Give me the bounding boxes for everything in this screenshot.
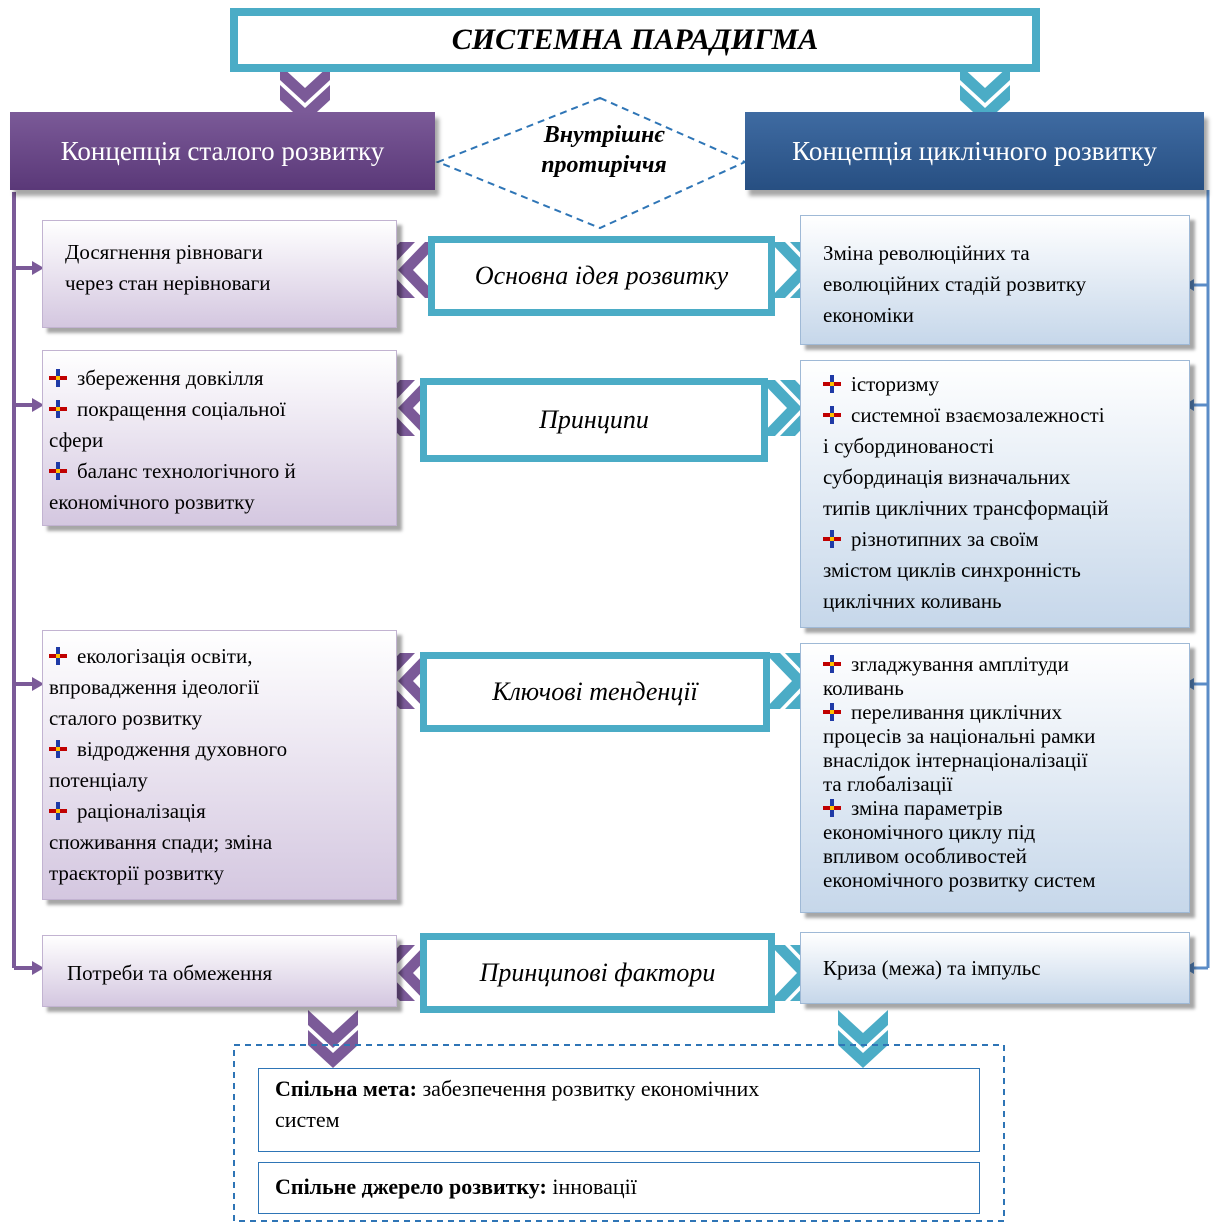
bullet-icon <box>823 799 841 817</box>
center-label: Основна ідея розвитку <box>474 261 729 290</box>
left-box-principles: збереження довкілля покращення соціально… <box>42 350 397 526</box>
common-goal-label: Спільна мета: <box>275 1076 417 1101</box>
row-chevrons <box>373 242 832 1001</box>
left-arrowhead-4 <box>32 961 44 975</box>
common-goal-text-2: систем <box>275 1107 340 1132</box>
bullet-item: відродження духовного <box>49 734 396 765</box>
bullet-item: переливання циклічних <box>823 700 1189 724</box>
bullet-item: системної взаємозалежності <box>823 400 1189 431</box>
right-box-key-trends: згладжування амплітуди коливань перелива… <box>800 643 1190 913</box>
center-box-factors: Принципові фактори <box>420 933 775 1013</box>
common-source-text: інновації <box>546 1174 637 1199</box>
center-box-main-idea: Основна ідея розвитку <box>428 236 775 316</box>
common-goal-box: Спільна мета: забезпечення розвитку екон… <box>258 1068 980 1152</box>
bullet-item: збереження довкілля <box>49 363 396 394</box>
common-source-label: Спільне джерело розвитку: <box>275 1174 547 1199</box>
center-label: Принципові фактори <box>479 958 716 987</box>
box-line: Досягнення рівноваги <box>65 240 263 264</box>
box-line: траєкторії розвитку <box>49 861 225 885</box>
bullet-item: екологізація освіти, <box>49 641 396 672</box>
left-box-key-trends: екологізація освіти, впровадження ідеоло… <box>42 630 397 900</box>
box-line: сталого розвитку <box>49 706 203 730</box>
sustainable-concept-header: Концепція сталого розвитку <box>10 112 435 190</box>
right-box-factors: Криза (межа) та імпульс <box>800 932 1190 1004</box>
bullet-icon <box>49 462 67 480</box>
box-line: коливань <box>823 676 904 700</box>
box-line: економіки <box>823 303 914 327</box>
box-line: споживання спади; зміна <box>49 830 273 854</box>
bullet-icon <box>49 802 67 820</box>
box-line: Потреби та обмеження <box>67 961 273 985</box>
bullet-icon <box>823 703 841 721</box>
cyclical-concept-header: Концепція циклічного розвитку <box>745 112 1204 190</box>
common-goal-line-1: Спільна мета: забезпечення розвитку екон… <box>275 1076 759 1101</box>
bullet-icon <box>823 375 841 393</box>
left-arrowhead-3 <box>32 677 44 691</box>
center-label: Ключові тенденції <box>492 677 698 706</box>
box-line: економічного розвитку систем <box>823 868 1096 892</box>
box-line: типів циклічних трансформацій <box>823 496 1109 520</box>
box-line: і субординованості <box>823 434 994 458</box>
box-line: економічного розвитку <box>49 490 255 514</box>
common-goal-text: забезпечення розвитку економічних <box>416 1076 760 1101</box>
left-box-factors: Потреби та обмеження <box>42 935 397 1007</box>
contradiction-diamond <box>435 96 748 230</box>
bullet-icon <box>823 655 841 673</box>
contradiction-label: Внутрішнє протиріччя <box>518 120 690 180</box>
paradigm-title-text: СИСТЕМНА ПАРАДИГМА <box>451 23 819 56</box>
paradigm-title: СИСТЕМНА ПАРАДИГМА <box>230 8 1040 72</box>
right-box-principles: історизму системної взаємозалежності і с… <box>800 360 1190 628</box>
box-line: економічного циклу під <box>823 820 1036 844</box>
bullet-item: різнотипних за своїм <box>823 524 1189 555</box>
bullet-icon <box>823 530 841 548</box>
bullet-icon <box>49 647 67 665</box>
left-arrowhead-1 <box>32 261 44 275</box>
bullet-icon <box>49 369 67 387</box>
bullet-item: зміна параметрів <box>823 796 1189 820</box>
bullet-icon <box>823 406 841 424</box>
box-line: змістом циклів синхронність <box>823 558 1081 582</box>
center-label: Принципи <box>539 405 649 434</box>
box-line: еволюційних стадій розвитку <box>823 272 1087 296</box>
box-line: Зміна революційних та <box>823 241 1030 265</box>
cyclical-concept-header-text: Концепція циклічного розвитку <box>792 135 1157 166</box>
bullet-item: історизму <box>823 369 1189 400</box>
bottom-right-chevrons <box>838 1010 888 1068</box>
box-line: впливом особливостей <box>823 844 1027 868</box>
sustainable-concept-header-text: Концепція сталого розвитку <box>60 135 385 166</box>
bullet-icon <box>49 740 67 758</box>
box-line: потенціалу <box>49 768 148 792</box>
bullet-icon <box>49 400 67 418</box>
left-box-main-idea: Досягнення рівноваги через стан нерівнов… <box>42 220 397 328</box>
box-line: циклічних коливань <box>823 589 1002 613</box>
bullet-item: згладжування амплітуди <box>823 652 1189 676</box>
box-line: Криза (межа) та імпульс <box>823 956 1041 980</box>
right-box-main-idea: Зміна революційних та еволюційних стадій… <box>800 215 1190 345</box>
box-line: процесів за національні рамки <box>823 724 1096 748</box>
bullet-item: покращення соціальної <box>49 394 396 425</box>
box-line: через стан нерівноваги <box>65 271 271 295</box>
center-box-principles: Принципи <box>420 378 768 462</box>
bullet-item: раціоналізація <box>49 796 396 827</box>
center-box-key-trends: Ключові тенденції <box>420 652 770 732</box>
box-line: та глобалізації <box>823 772 953 796</box>
common-source-box: Спільне джерело розвитку: інновації <box>258 1162 980 1214</box>
contradiction-line: Внутрішнє <box>543 122 665 148</box>
left-arrowhead-2 <box>32 398 44 412</box>
box-line: сфери <box>49 428 104 452</box>
contradiction-line: протиріччя <box>541 152 667 178</box>
bullet-item: баланс технологічного й <box>49 456 396 487</box>
box-line: субординація визначальних <box>823 465 1071 489</box>
box-line: впровадження ідеології <box>49 675 260 699</box>
box-line: внаслідок інтернаціоналізації <box>823 748 1088 772</box>
bottom-left-chevrons <box>308 1010 358 1068</box>
common-container <box>233 1044 1005 1222</box>
